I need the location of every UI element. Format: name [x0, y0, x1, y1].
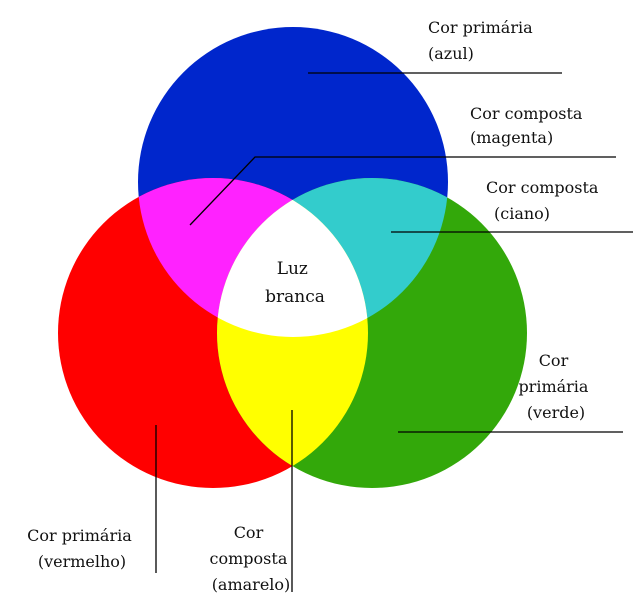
green-primary-label: Cor primária (verde): [518, 351, 593, 422]
white-light-label: Luz branca: [265, 259, 325, 307]
blue-primary-label: Cor primária (azul): [428, 18, 538, 63]
white-center: [217, 178, 368, 337]
magenta-leader-line: [189, 156, 616, 226]
yellow-composite-label: Cor composta (amarelo): [210, 523, 293, 594]
red-primary-label: Cor primária (vermelho): [27, 526, 137, 571]
magenta-composite-label: Cor composta (magenta): [470, 104, 588, 147]
cyan-composite-label: Cor composta (ciano): [486, 178, 604, 223]
